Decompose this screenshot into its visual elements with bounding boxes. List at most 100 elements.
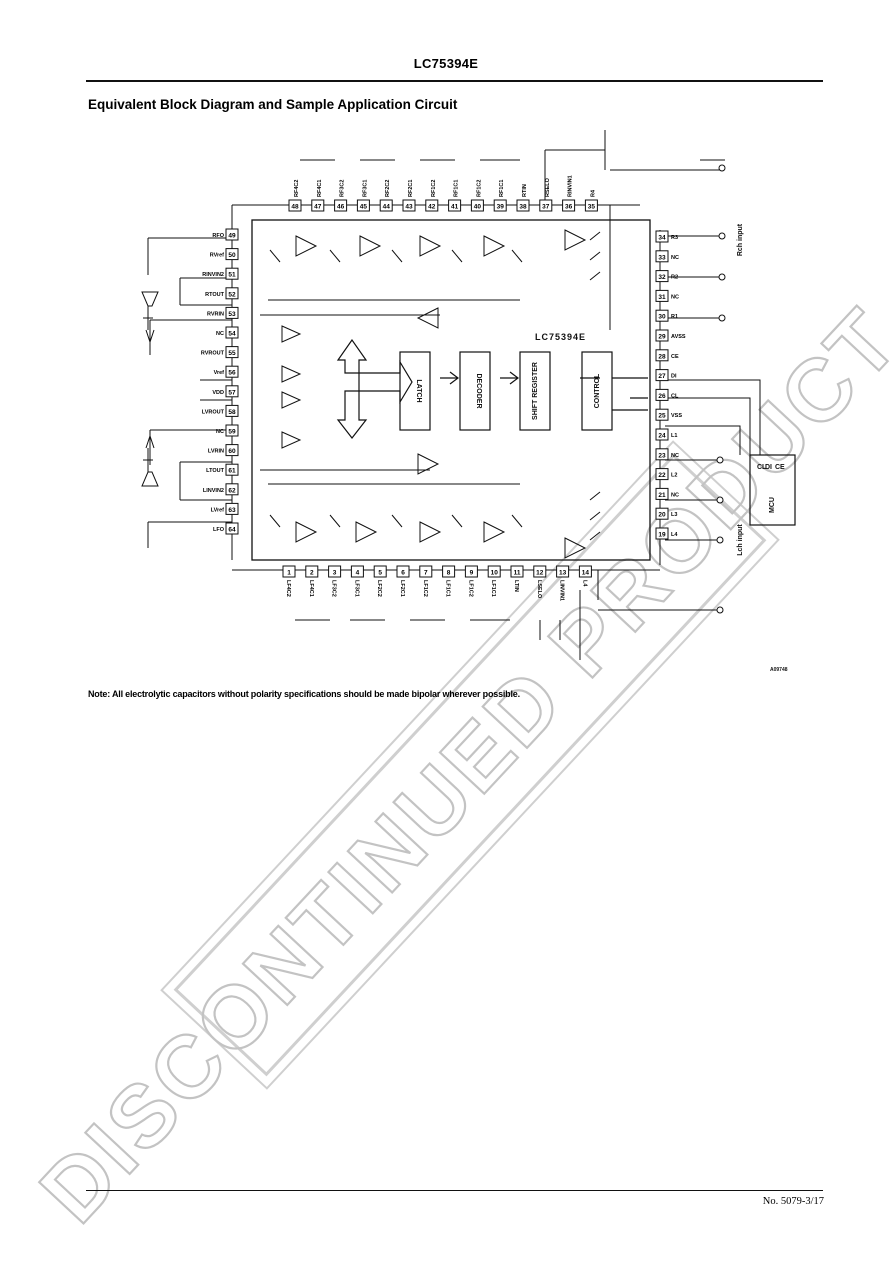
bottom-pin-8-label: LF1C1	[445, 580, 451, 597]
bottom-pin-11-number: 11	[514, 570, 521, 577]
left-pins: 49RFO50RVref51RINVIN252RTOUT53RVRIN54NC5…	[201, 228, 239, 535]
top-pin-41-label: RF1C1	[454, 180, 460, 197]
right-pin-31-number: 31	[658, 294, 666, 301]
ic-outline	[251, 219, 651, 561]
bottom-pin-4-number: 4	[356, 570, 360, 577]
left-pin-58-label: LVROUT	[202, 409, 225, 415]
top-pin-47: 47 RF4C1	[311, 180, 325, 212]
bottom-pins: 1LF4C22LF4C13LF3C24LF3C15LF2C26LF2C17LF1…	[282, 565, 592, 601]
top-pin-41-number: 41	[451, 204, 459, 211]
right-pin-22-label: L2	[671, 473, 677, 479]
top-pin-47-number: 47	[314, 204, 322, 211]
footer-rule	[86, 1190, 823, 1191]
left-pin-55-label: RVROUT	[201, 351, 225, 357]
bottom-pin-14-number: 14	[582, 570, 590, 577]
right-pin-27-number: 27	[658, 373, 666, 380]
application-note: Note: All electrolytic capacitors withou…	[88, 689, 520, 699]
left-pin-52-label: RTOUT	[205, 292, 224, 298]
bottom-pin-10-number: 10	[491, 570, 499, 577]
left-pin-56-number: 56	[228, 370, 236, 377]
right-pin-28-number: 28	[658, 353, 666, 360]
left-pin-54-number: 54	[228, 331, 236, 338]
shift-register-block	[519, 351, 551, 431]
left-pin-59-label: NC	[216, 429, 224, 435]
right-pin-32-number: 32	[658, 274, 666, 281]
latch-block	[399, 351, 431, 431]
chip-label: LC75394E	[535, 332, 586, 342]
right-pin-19-label: L4	[671, 532, 678, 538]
right-pin-32-label: R2	[671, 275, 678, 281]
left-pin-57-number: 57	[228, 389, 236, 396]
left-pin-63-label: LVref	[211, 507, 225, 513]
left-pin-51-label: RINVIN2	[202, 272, 224, 278]
left-pin-63-number: 63	[228, 507, 236, 514]
right-pin-29-number: 29	[658, 334, 666, 341]
right-pin-33-number: 33	[658, 254, 666, 261]
control-block	[581, 351, 613, 431]
right-pin-34-number: 34	[658, 235, 666, 242]
right-pin-19-number: 19	[658, 532, 666, 539]
footer-page-number: No. 5079-3/17	[762, 1196, 824, 1207]
left-pin-57-label: VDD	[212, 390, 224, 396]
input-terminals	[716, 164, 726, 614]
right-pin-20-label: L3	[671, 512, 677, 518]
top-pin-40-label: RF1C2	[476, 180, 482, 197]
bottom-pin-7-label: LF1C2	[422, 580, 428, 597]
bottom-pin-2-label: LF4C1	[308, 580, 314, 597]
right-pin-24-label: L1	[671, 433, 677, 439]
figure-code: A09748	[770, 667, 788, 673]
right-pin-30-number: 30	[658, 314, 666, 321]
right-pin-26-label: CL	[671, 393, 679, 399]
left-pin-64-label: LFO	[213, 527, 225, 533]
left-pin-62-number: 62	[228, 487, 236, 494]
left-pin-60-number: 60	[228, 448, 236, 455]
top-pin-36-label: RINVIN1	[568, 175, 574, 197]
left-pin-53-number: 53	[228, 311, 236, 318]
internal-blocks	[399, 351, 796, 526]
top-pin-42-number: 42	[428, 204, 436, 211]
top-pin-47-label: RF4C1	[317, 180, 323, 197]
bottom-pin-9-label: LF1C2	[467, 580, 473, 597]
page-header: LC75394E	[413, 56, 479, 71]
discontinued-watermark: DISCONTINUED PRODUCT	[20, 288, 892, 1242]
speaker-icons	[141, 291, 159, 487]
left-pin-49-label: RFO	[212, 233, 224, 239]
rch-input-label: Rch input	[737, 223, 744, 256]
right-pin-30: 30 R1	[655, 309, 678, 322]
right-pin-21-label: NC	[671, 492, 679, 498]
right-pin-19: 19 L4	[655, 527, 678, 540]
top-pin-36-number: 36	[565, 204, 573, 211]
right-pin-25-number: 25	[658, 413, 666, 420]
control-label: CONTROL	[594, 373, 601, 408]
top-pin-39-number: 39	[497, 204, 505, 211]
right-pin-30-label: R1	[671, 314, 678, 320]
bottom-pin-11-label: LTIN	[513, 580, 519, 592]
top-pin-45-number: 45	[360, 204, 368, 211]
left-pin-61-label: LTOUT	[206, 468, 224, 474]
left-pin-57: 57 VDD	[212, 385, 239, 398]
